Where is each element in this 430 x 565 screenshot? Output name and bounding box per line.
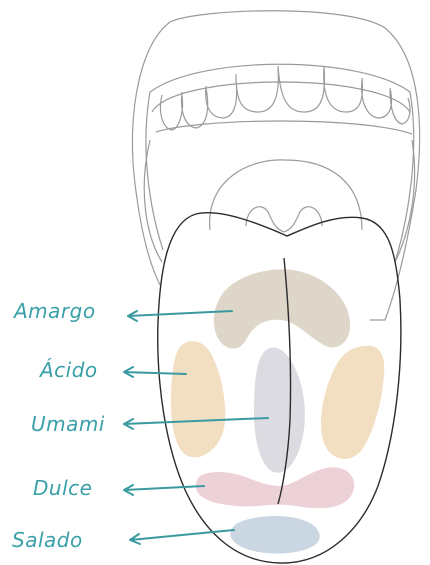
label-acido: Ácido bbox=[38, 358, 98, 382]
uvula bbox=[246, 207, 322, 232]
salty-zone bbox=[230, 516, 319, 554]
umami-zone bbox=[254, 348, 305, 473]
sweet-zone bbox=[196, 467, 354, 508]
bitter-zone bbox=[214, 269, 350, 348]
labels: Amargo Ácido Umami Dulce Salado bbox=[12, 299, 105, 552]
arrow-dulce bbox=[124, 485, 204, 495]
label-umami: Umami bbox=[31, 412, 105, 436]
throat bbox=[210, 160, 362, 230]
cheek-right bbox=[395, 140, 415, 262]
sour-zone-right bbox=[321, 346, 384, 459]
label-salado: Salado bbox=[12, 528, 83, 552]
label-dulce: Dulce bbox=[33, 476, 92, 500]
sour-zone-left bbox=[171, 341, 225, 457]
label-amargo: Amargo bbox=[12, 299, 96, 323]
cheek-left bbox=[144, 140, 162, 262]
